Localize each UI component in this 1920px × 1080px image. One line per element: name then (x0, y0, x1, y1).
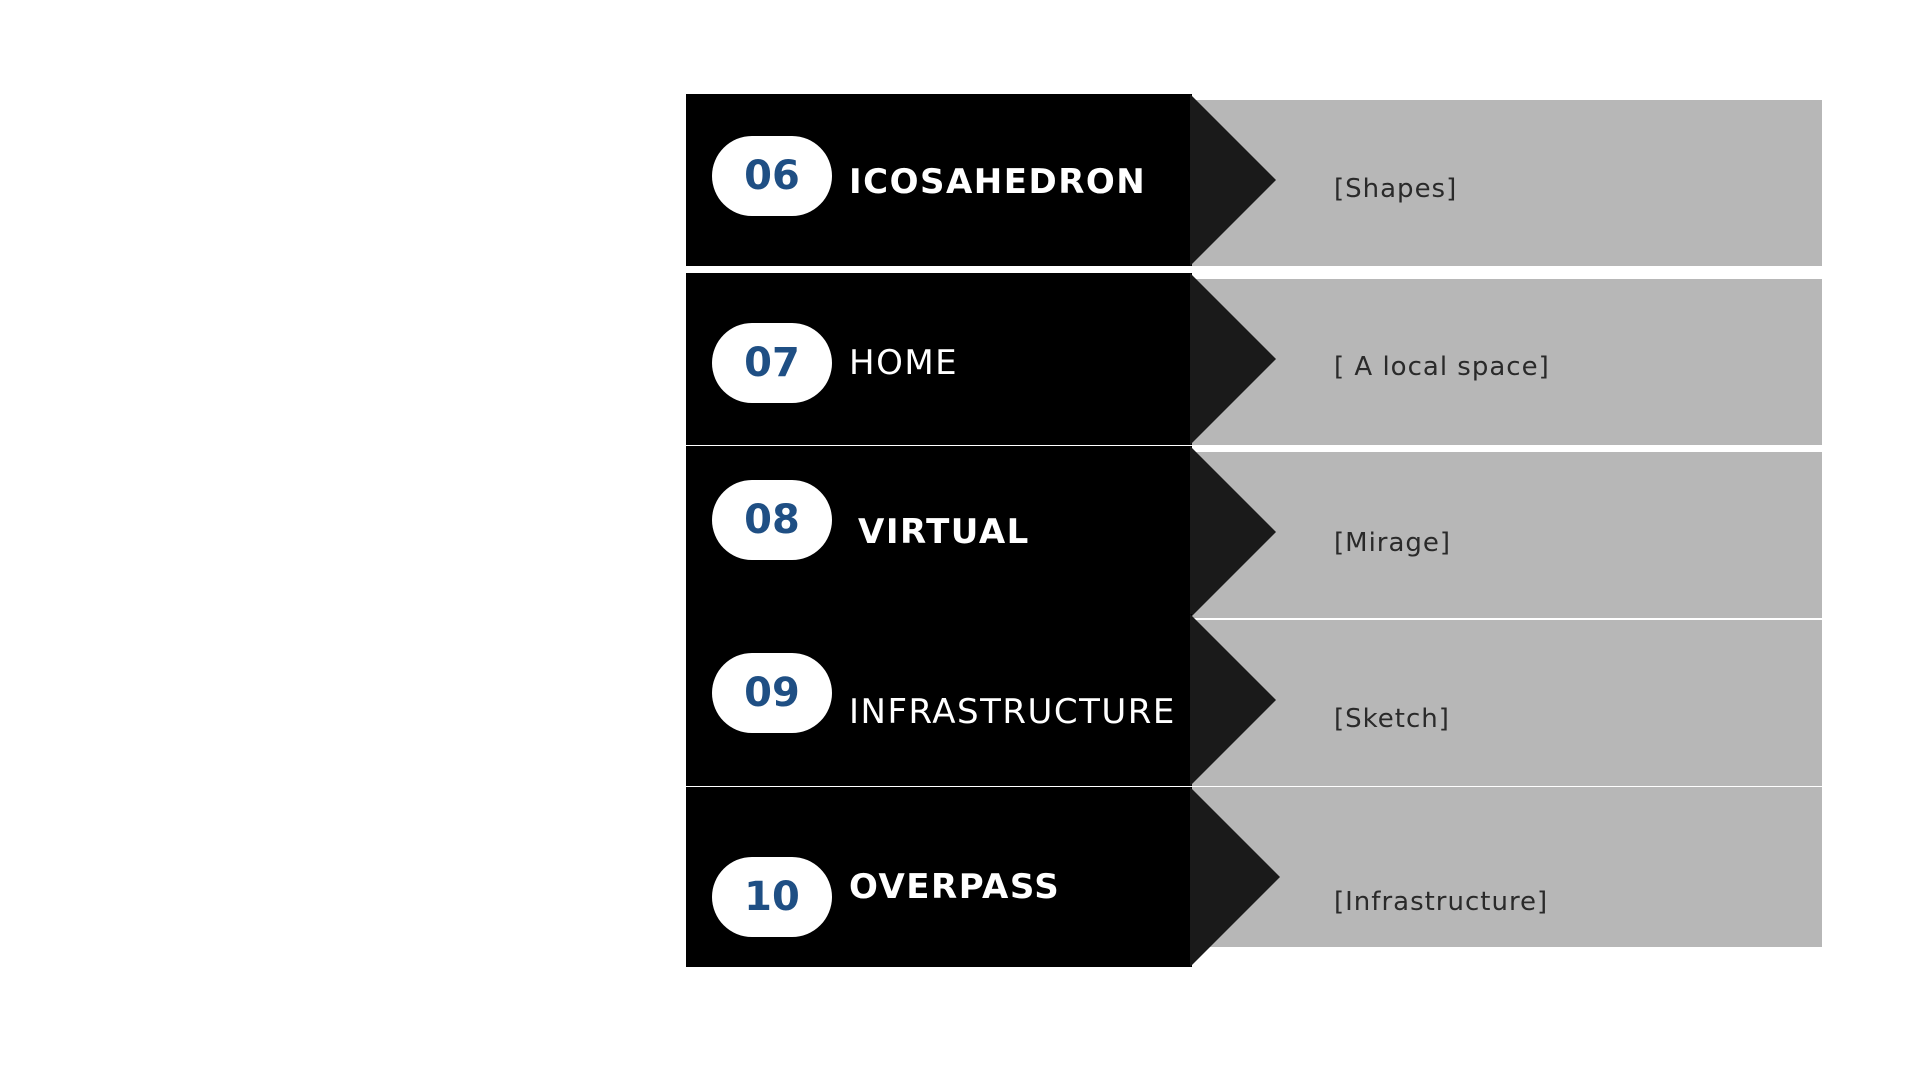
number-badge: 06 (712, 136, 832, 216)
description-band (1190, 787, 1822, 947)
arrow-pointer-icon (1190, 94, 1276, 266)
list-item-07: 07 HOME [ A local space] (686, 273, 1822, 445)
item-description: [Mirage] (1334, 528, 1452, 558)
description-band (1190, 100, 1822, 266)
list-item-09: 09 INFRASTRUCTURE [Sketch] (686, 614, 1822, 786)
item-title: HOME (849, 343, 959, 383)
item-title: VIRTUAL (858, 512, 1030, 552)
list-item-08: 08 VIRTUAL [Mirage] (686, 446, 1822, 618)
item-title: INFRASTRUCTURE (849, 692, 1176, 732)
item-description: [Infrastructure] (1334, 887, 1549, 917)
item-title: ICOSAHEDRON (849, 162, 1147, 202)
item-description: [ A local space] (1334, 352, 1550, 382)
number-badge: 09 (712, 653, 832, 733)
item-description: [Sketch] (1334, 704, 1450, 734)
description-band (1190, 279, 1822, 445)
list-item-10: 10 OVERPASS [Infrastructure] (686, 787, 1822, 967)
description-band (1190, 452, 1822, 618)
arrow-pointer-icon (1190, 787, 1280, 967)
arrow-pointer-icon (1190, 446, 1276, 618)
number-badge: 10 (712, 857, 832, 937)
arrow-pointer-icon (1190, 614, 1276, 786)
number-badge: 08 (712, 480, 832, 560)
item-description: [Shapes] (1334, 174, 1458, 204)
number-badge: 07 (712, 323, 832, 403)
arrow-pointer-icon (1190, 273, 1276, 445)
description-band (1190, 620, 1822, 786)
list-item-06: 06 ICOSAHEDRON [Shapes] (686, 94, 1822, 266)
item-title: OVERPASS (849, 867, 1061, 907)
